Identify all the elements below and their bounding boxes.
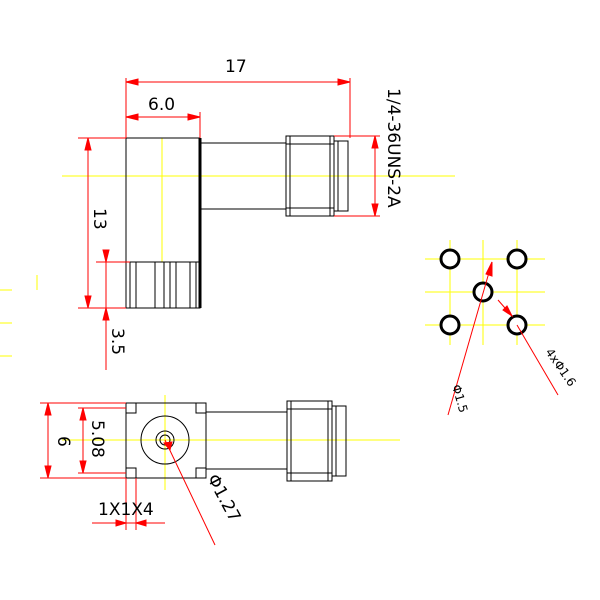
- dim-pin-pitch: 1X1X4: [98, 500, 154, 520]
- dim-overall-length: 17: [225, 57, 247, 77]
- dim-height: 13: [89, 208, 109, 230]
- side-view: [125, 135, 349, 309]
- dim-pin-length: 3.5: [107, 328, 127, 355]
- dim-pcb-corner-holes: 4xΦ1.6: [543, 346, 579, 389]
- dim-body-length: 6.0: [148, 95, 175, 115]
- bottom-view: [125, 400, 347, 482]
- pcb-pattern: [439, 248, 528, 336]
- dim-center-hole: Φ1.27: [203, 471, 245, 526]
- dim-bottom-width: 6: [53, 436, 73, 447]
- dim-pin-spacing: 5.08: [87, 420, 107, 458]
- dimension-lines: [40, 78, 559, 546]
- centerlines: [0, 138, 545, 490]
- dim-thread-spec: 1/4-36UNS-2A: [383, 88, 403, 208]
